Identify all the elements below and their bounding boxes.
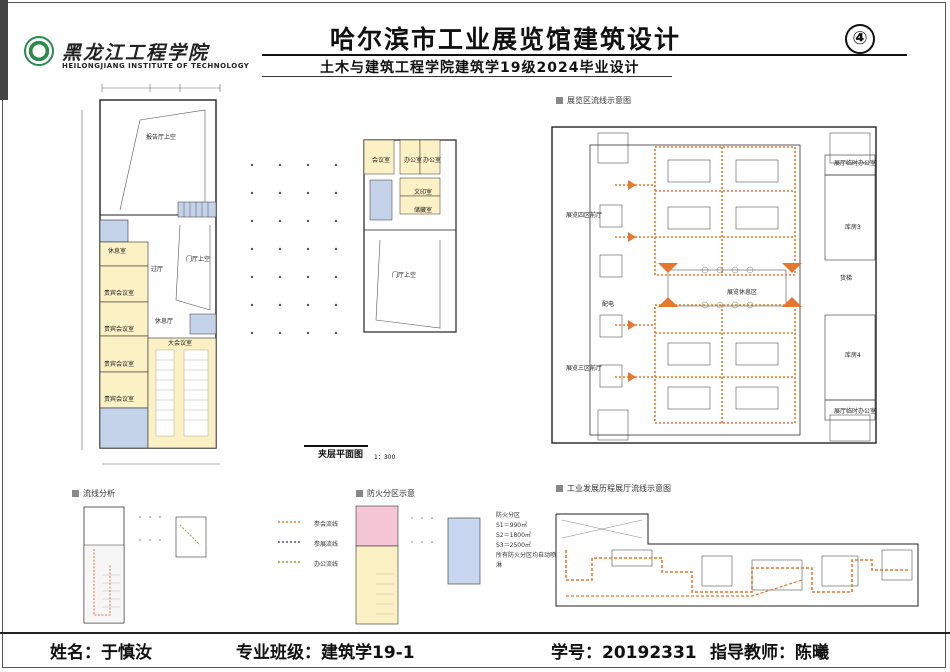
room-label: 门厅上空 bbox=[186, 256, 211, 263]
legend-label-exhibit: 参展流线 bbox=[314, 541, 339, 548]
fire-note: S3＝2500㎡ bbox=[496, 542, 531, 549]
legend-label-meeting: 参会流线 bbox=[314, 521, 339, 528]
section-marker-icon bbox=[556, 97, 563, 104]
sheet-title: 哈尔滨市工业展览馆建筑设计 bbox=[330, 25, 682, 54]
student-class: 专业班级：建筑学19-1 bbox=[236, 643, 415, 663]
section-marker-icon bbox=[556, 485, 563, 492]
flow-label: 展览三区前厅 bbox=[566, 365, 603, 372]
sheet-subtitle: 土木与建筑工程学院建筑学19级2024毕业设计 bbox=[320, 60, 640, 76]
subtitle-rule bbox=[262, 76, 672, 77]
school-name-en: HEILONGJIANG INSTITUTE OF TECHNOLOGY bbox=[62, 62, 250, 70]
sheet-number: ④ bbox=[845, 24, 875, 54]
room-label: 会议室 bbox=[372, 157, 391, 164]
caption-rule bbox=[304, 445, 368, 447]
room-label: 储藏室 bbox=[414, 207, 433, 214]
exhibit-flow-drawing bbox=[551, 126, 877, 444]
room-label: 贵宾会议室 bbox=[104, 326, 135, 333]
flow-label: 展厅临时办公室 bbox=[834, 160, 877, 167]
room-label: 休息室 bbox=[108, 248, 127, 255]
student-name: 姓名：于慎汝 bbox=[50, 643, 152, 663]
room-label: 贵宾会议室 bbox=[104, 361, 135, 368]
section-title-text: 防火分区示意 bbox=[367, 489, 415, 498]
school-name-cn: 黑龙江工程学院 bbox=[62, 42, 210, 64]
section-title-text: 展览区流线示意图 bbox=[567, 96, 631, 105]
flow-legend-lines bbox=[278, 521, 302, 563]
room-label: 办公室 bbox=[423, 157, 442, 164]
school-logo-icon bbox=[24, 36, 54, 66]
flow-analysis-drawing bbox=[83, 506, 207, 624]
fire-note: S2＝1800㎡ bbox=[496, 532, 531, 539]
flow-label: 配电 bbox=[602, 301, 615, 308]
exhibit-flow-section-title: 展览区流线示意图 bbox=[556, 95, 631, 106]
room-label: 贵宾会议室 bbox=[104, 290, 135, 297]
room-label: 休息厅 bbox=[155, 318, 174, 325]
student-id: 学号：20192331 bbox=[551, 643, 697, 663]
room-label: 门厅上空 bbox=[392, 272, 417, 279]
room-label: 办公室 bbox=[404, 157, 423, 164]
fire-note: 淋 bbox=[496, 562, 503, 569]
room-label: 报告厅上空 bbox=[146, 134, 177, 141]
flow-label: 展览四区前厅 bbox=[566, 212, 603, 219]
room-label: 大会议室 bbox=[168, 340, 193, 347]
section-marker-icon bbox=[356, 490, 363, 497]
history-flow-section-title: 工业发展历程展厅流线示意图 bbox=[556, 483, 671, 494]
fire-zone-drawing bbox=[355, 505, 481, 625]
fire-notes-title: 防火分区 bbox=[496, 512, 521, 519]
flow-label: 展览休息区 bbox=[727, 289, 758, 296]
room-label: 贵宾会议室 bbox=[104, 396, 135, 403]
fire-note: S1＝990㎡ bbox=[496, 522, 528, 529]
flow-label: 货梯 bbox=[840, 275, 853, 282]
mezzanine-plan-drawing bbox=[81, 84, 457, 465]
flow-label: 库房4 bbox=[845, 352, 861, 359]
advisor: 指导教师：陈曦 bbox=[710, 643, 829, 663]
corner-mark bbox=[0, 0, 8, 100]
flow-label: 库房3 bbox=[845, 224, 861, 231]
legend-label-office: 办公流线 bbox=[314, 561, 339, 568]
plan-scale: 1：300 bbox=[374, 454, 396, 461]
fire-note: 所有防火分区均自动喷 bbox=[496, 552, 557, 559]
section-marker-icon bbox=[72, 490, 79, 497]
title-rule bbox=[262, 54, 907, 56]
room-label: 文印室 bbox=[414, 189, 433, 196]
flow-label: 展厅临时办公室 bbox=[834, 408, 877, 415]
section-title-text: 工业发展历程展厅流线示意图 bbox=[567, 484, 671, 493]
room-label: 过厅 bbox=[151, 266, 164, 273]
fire-zone-section-title: 防火分区示意 bbox=[356, 488, 415, 499]
history-flow-drawing bbox=[555, 513, 919, 607]
section-title-text: 流线分析 bbox=[83, 489, 115, 498]
plan-caption: 夹层平面图 bbox=[318, 450, 364, 460]
footer-bar bbox=[0, 632, 950, 670]
flow-analysis-section-title: 流线分析 bbox=[72, 488, 115, 499]
